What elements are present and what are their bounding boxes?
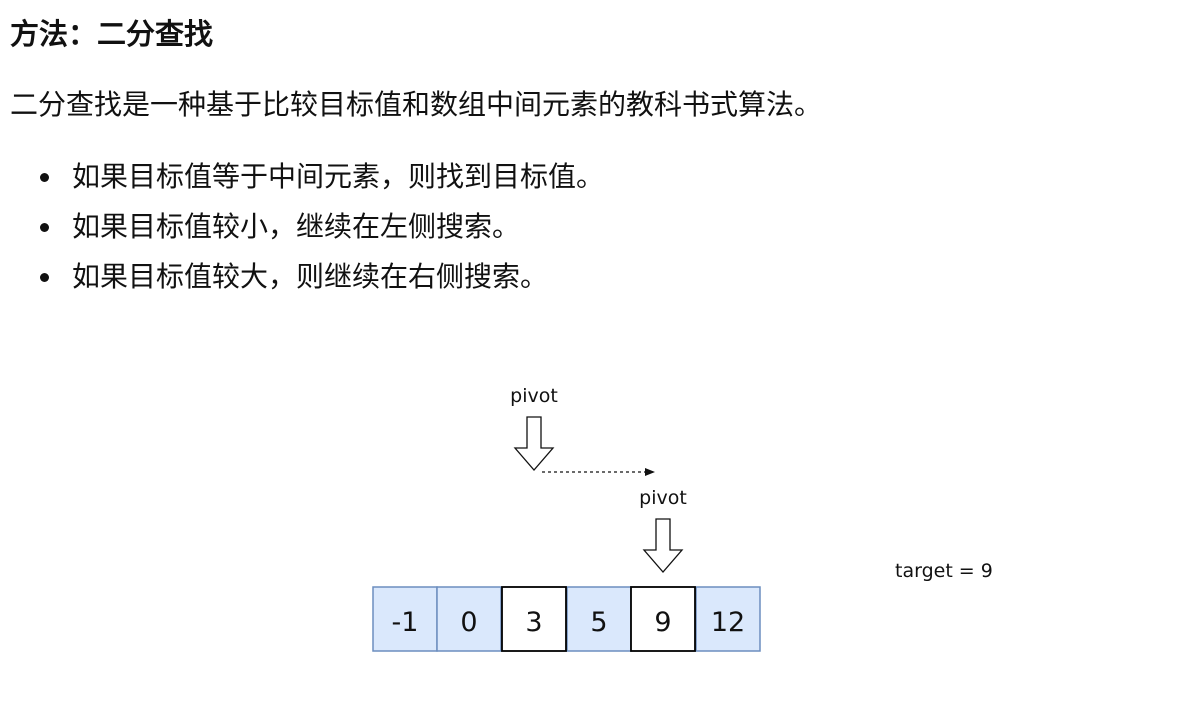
rules-list: 如果目标值等于中间元素，则找到目标值。 如果目标值较小，继续在左侧搜索。 如果目… bbox=[32, 152, 604, 302]
pivot-arrow-initial-icon bbox=[513, 416, 555, 471]
array-value: -1 bbox=[392, 607, 419, 638]
pivot-label-initial: pivot bbox=[510, 385, 558, 407]
array-values: -1 0 3 5 9 12 bbox=[392, 607, 746, 638]
list-item-text: 如果目标值等于中间元素，则找到目标值。 bbox=[72, 160, 605, 193]
section-heading: 方法：二分查找 bbox=[10, 17, 214, 51]
array-cell bbox=[630, 586, 696, 652]
list-item: 如果目标值较大，则继续在右侧搜索。 bbox=[32, 252, 604, 302]
bullet-icon bbox=[40, 273, 49, 282]
pivot-arrow-next-icon bbox=[642, 518, 684, 573]
list-item-text: 如果目标值较大，则继续在右侧搜索。 bbox=[72, 260, 549, 293]
array-value: 0 bbox=[460, 607, 477, 638]
pivot-label-next: pivot bbox=[639, 487, 687, 509]
list-item: 如果目标值较小，继续在左侧搜索。 bbox=[32, 202, 604, 252]
array-cell bbox=[436, 586, 502, 652]
list-item-text: 如果目标值较小，继续在左侧搜索。 bbox=[72, 210, 521, 243]
bullet-icon bbox=[40, 223, 49, 232]
list-item: 如果目标值等于中间元素，则找到目标值。 bbox=[32, 152, 604, 202]
array-value: 5 bbox=[590, 607, 607, 638]
bullet-icon bbox=[40, 173, 49, 182]
intro-paragraph: 二分查找是一种基于比较目标值和数组中间元素的教科书式算法。 bbox=[10, 88, 823, 121]
array-value: 12 bbox=[711, 607, 745, 638]
array-cell bbox=[695, 586, 761, 652]
target-label: target = 9 bbox=[895, 560, 993, 582]
array-value: 9 bbox=[654, 607, 671, 638]
array-value: 3 bbox=[525, 607, 542, 638]
array-cell bbox=[501, 586, 567, 652]
array-cells bbox=[372, 586, 761, 652]
